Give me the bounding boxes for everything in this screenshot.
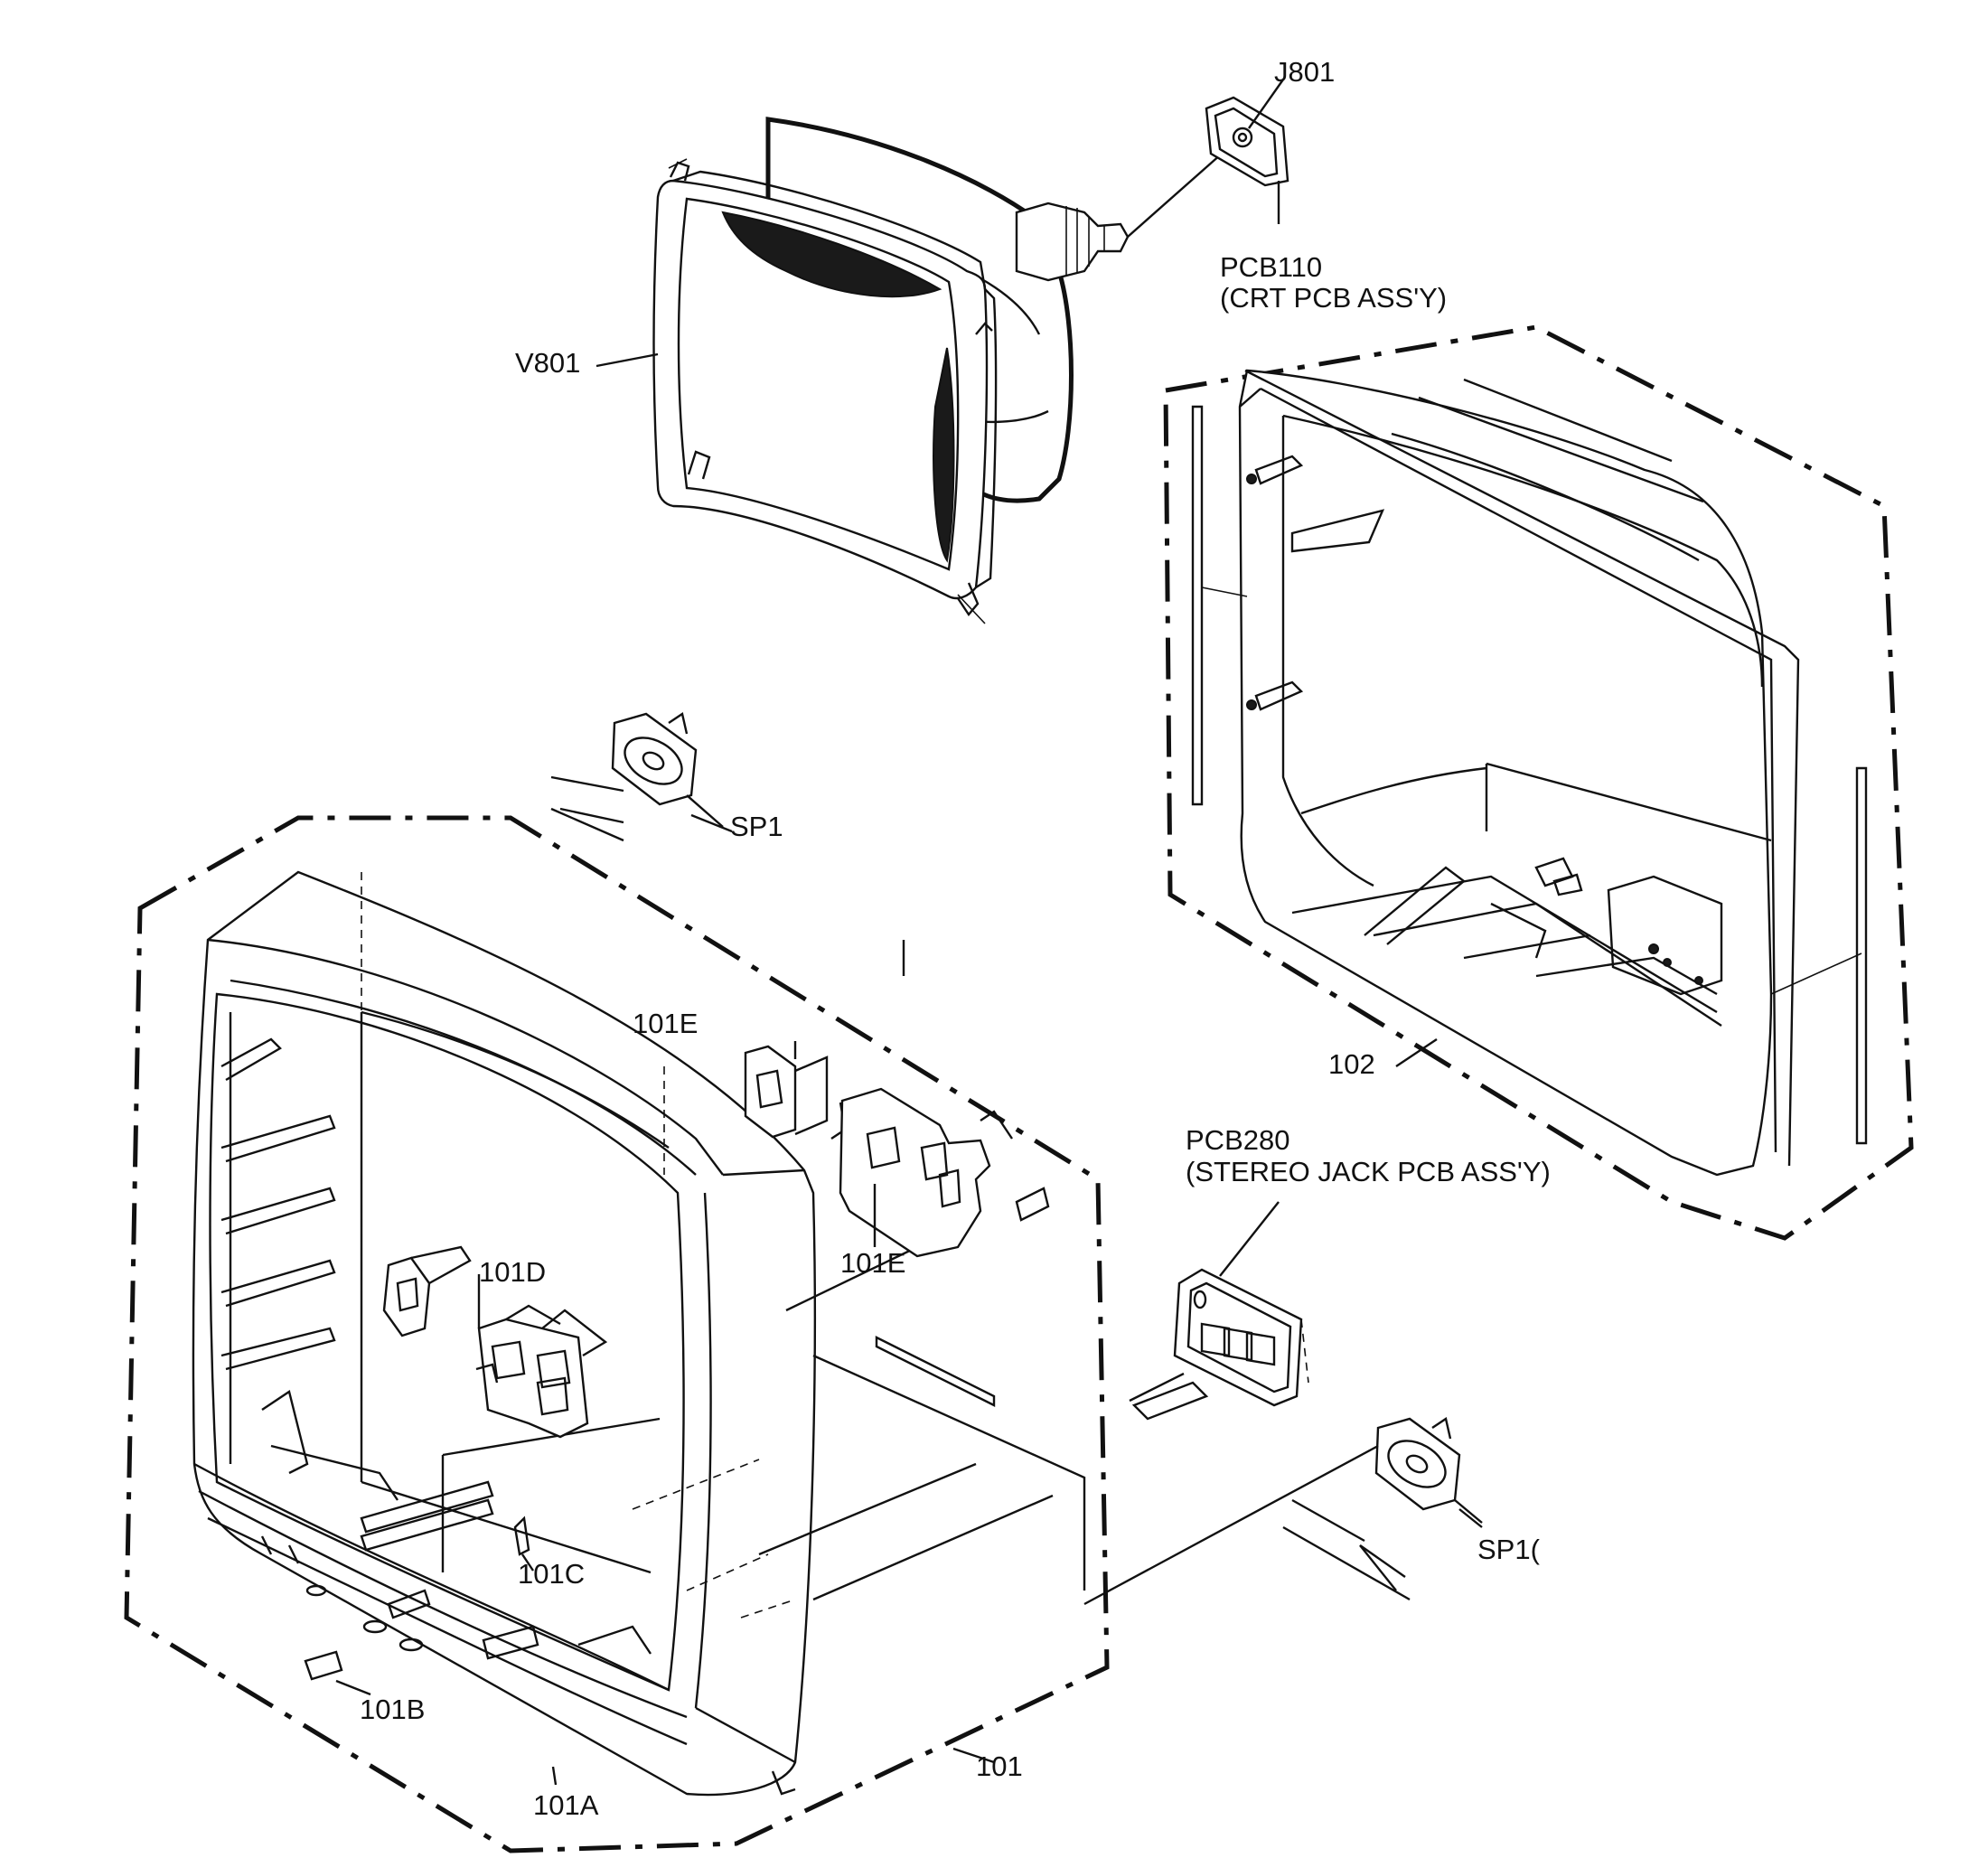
part-101c: [513, 1515, 534, 1572]
crt-picture-tube: [595, 117, 1223, 624]
label-101d: 101D: [479, 1256, 546, 1288]
bracket-101e: [744, 1045, 1050, 1258]
switch-101d: [382, 1245, 608, 1439]
speaker-top: [550, 712, 724, 842]
leader-sp1-bottom: [1458, 1508, 1483, 1528]
label-j801: J801: [1274, 56, 1335, 88]
label-pcb280: PCB280: [1186, 1124, 1289, 1156]
label-sp1-top: SP1: [730, 811, 783, 842]
part-101b: [304, 1650, 371, 1696]
label-101e-a: 101E: [633, 1008, 698, 1039]
label-v801: V801: [515, 347, 580, 379]
leader-101a: [551, 1766, 558, 1786]
rear-cabinet: [1163, 324, 1914, 1241]
label-101b: 101B: [360, 1694, 425, 1725]
label-pcb110: PCB110: [1220, 251, 1322, 283]
crt-pcb-assembly: [1205, 79, 1289, 224]
label-101e-b: 101E: [840, 1247, 905, 1279]
speaker-bottom: [1083, 1417, 1483, 1606]
label-pcb110-desc: (CRT PCB ASS'Y): [1220, 282, 1447, 314]
leader-101: [952, 1747, 995, 1764]
label-102: 102: [1328, 1048, 1375, 1080]
label-sp1-bottom: SP1(: [1477, 1534, 1541, 1565]
label-101a: 101A: [533, 1789, 599, 1821]
front-cabinet: [124, 815, 1110, 1853]
label-101c: 101C: [518, 1558, 585, 1590]
stereo-jack-pcb: [1129, 1201, 1309, 1421]
label-pcb280-desc: (STEREO JACK PCB ASS'Y): [1186, 1156, 1551, 1187]
leader-sp1-top: [690, 813, 733, 833]
label-101: 101: [976, 1750, 1023, 1782]
